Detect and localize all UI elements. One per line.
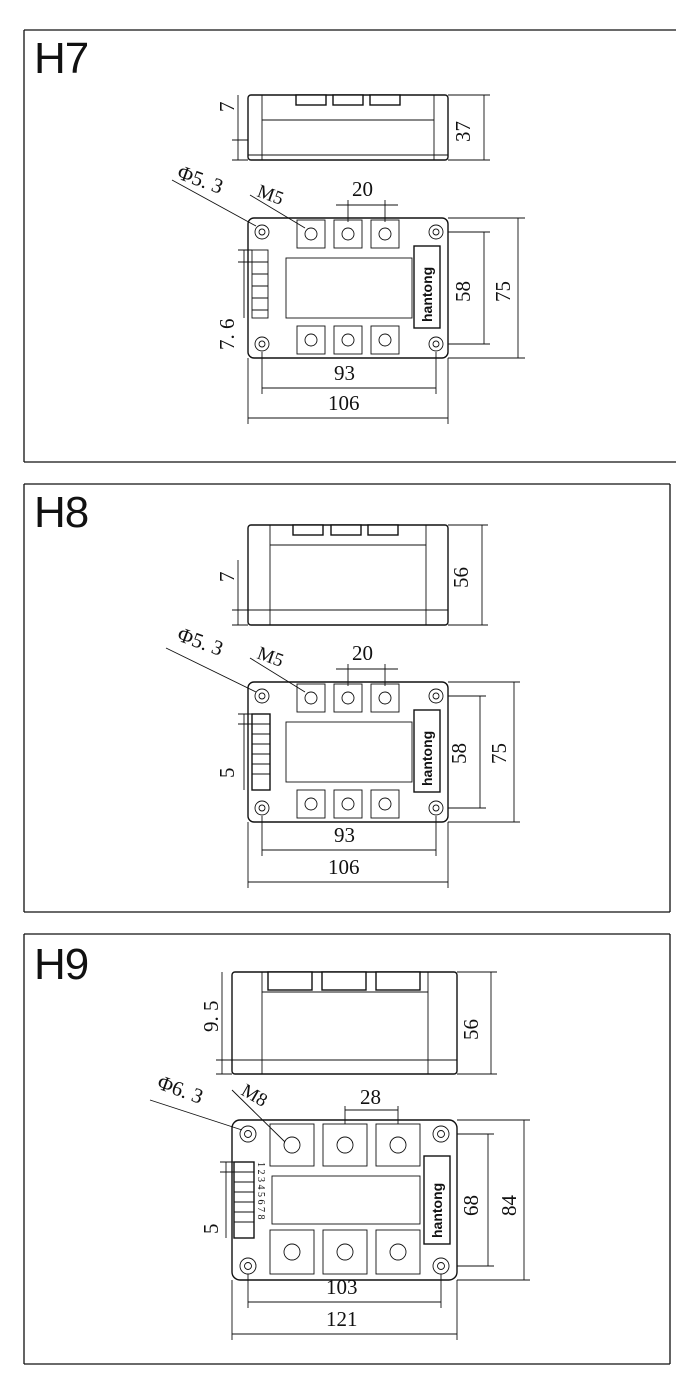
top-view: hantong Φ5. 3 M5 20 5 58 75 93 106 bbox=[165, 622, 520, 888]
dim-side-offset: 7 bbox=[215, 572, 239, 583]
top-view: 1 2 3 4 5 6 7 8 hantong Φ6. 3 M8 28 5 68… bbox=[149, 1070, 530, 1340]
h8-drawing: 7 56 hantong Φ5. 3 M5 20 bbox=[23, 483, 671, 913]
dim-side-offset: 7 bbox=[215, 102, 239, 113]
panel-title: H9 bbox=[34, 940, 89, 989]
dim-hole-dia: Φ5. 3 bbox=[174, 622, 226, 661]
dim-inner-h: 93 bbox=[334, 361, 355, 385]
dim-inner-h: 93 bbox=[334, 823, 355, 847]
panel-title: H7 bbox=[34, 34, 89, 83]
h7-drawing: 7 37 hantong Φ5. 3 M5 bbox=[23, 29, 676, 463]
dim-inner-v: 58 bbox=[451, 281, 475, 302]
brand-label: hantong bbox=[419, 731, 435, 786]
dim-outer-v: 84 bbox=[497, 1195, 521, 1217]
dim-pitch: 28 bbox=[360, 1085, 381, 1109]
dim-height: 56 bbox=[459, 1019, 483, 1040]
panel-h9: 9. 5 56 1 2 3 4 5 6 7 8 hantong Φ6. 3 M8 bbox=[0, 920, 700, 1386]
dim-height: 37 bbox=[451, 121, 475, 142]
dim-pitch: 20 bbox=[352, 177, 373, 201]
dim-hole-dia: Φ6. 3 bbox=[154, 1070, 206, 1109]
dim-inner-h: 103 bbox=[326, 1275, 358, 1299]
panel-h8: 7 56 hantong Φ5. 3 M5 20 bbox=[0, 470, 700, 920]
frame bbox=[23, 29, 676, 463]
side-view: 7 56 bbox=[215, 524, 488, 626]
brand-label: hantong bbox=[429, 1183, 445, 1238]
dim-outer-h: 121 bbox=[326, 1307, 358, 1331]
dim-screw: M5 bbox=[254, 181, 286, 210]
panel-title: H8 bbox=[34, 488, 89, 537]
side-view: 9. 5 56 bbox=[199, 971, 497, 1075]
dim-inner-v: 68 bbox=[459, 1195, 483, 1216]
dim-screw: M8 bbox=[238, 1080, 271, 1111]
dim-outer-h: 106 bbox=[328, 391, 360, 415]
frame bbox=[23, 483, 671, 913]
dim-terminal: 5 bbox=[199, 1224, 223, 1235]
dim-side-offset: 9. 5 bbox=[199, 1001, 223, 1033]
dim-terminal: 5 bbox=[215, 768, 239, 779]
top-view: hantong Φ5. 3 M5 20 7. 6 58 75 93 106 bbox=[171, 160, 525, 424]
h9-drawing: 9. 5 56 1 2 3 4 5 6 7 8 hantong Φ6. 3 M8 bbox=[23, 933, 671, 1365]
dim-height: 56 bbox=[449, 567, 473, 588]
brand-label: hantong bbox=[419, 267, 435, 322]
frame bbox=[23, 933, 671, 1365]
side-view: 7 37 bbox=[215, 94, 490, 161]
panel-h7: 7 37 hantong Φ5. 3 M5 bbox=[0, 0, 700, 470]
pin-numbers: 1 2 3 4 5 6 7 8 bbox=[255, 1162, 266, 1220]
dim-pitch: 20 bbox=[352, 641, 373, 665]
dim-inner-v: 58 bbox=[447, 743, 471, 764]
dim-outer-v: 75 bbox=[487, 743, 511, 764]
dim-outer-h: 106 bbox=[328, 855, 360, 879]
dim-screw: M5 bbox=[254, 643, 286, 672]
dim-hole-dia: Φ5. 3 bbox=[174, 160, 226, 199]
dim-terminal: 7. 6 bbox=[215, 319, 239, 351]
dim-outer-v: 75 bbox=[491, 281, 515, 302]
